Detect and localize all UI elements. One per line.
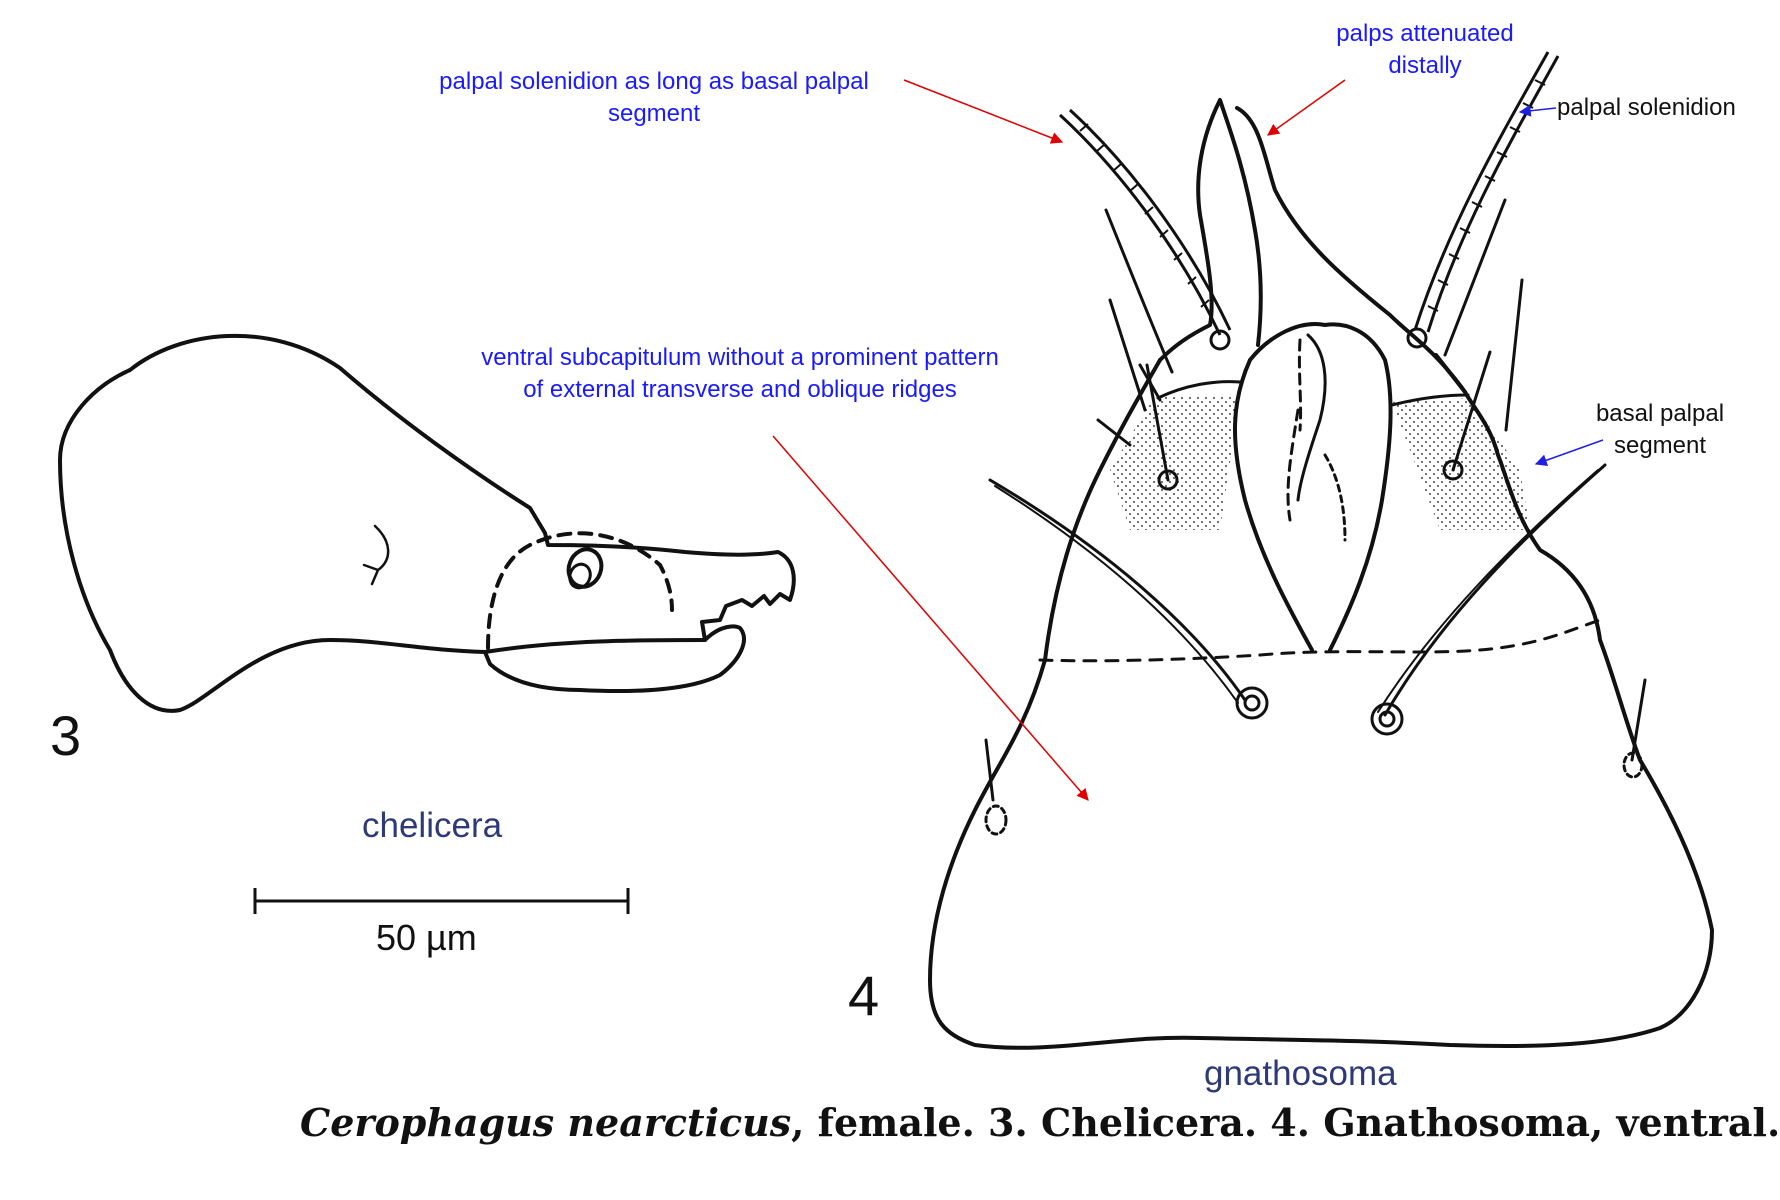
scale-bar bbox=[253, 888, 630, 914]
right-solenidion bbox=[1413, 51, 1560, 333]
gnathosoma-setae bbox=[984, 198, 1647, 836]
scale-bar-label: 50 µm bbox=[376, 917, 477, 958]
gnathosoma-outline bbox=[928, 353, 1714, 1050]
seta-right-long bbox=[1383, 463, 1607, 717]
left-solenidion-base bbox=[1209, 329, 1231, 351]
chelicera-digit-line bbox=[483, 638, 707, 654]
annotation-basal-palpal-segment: basal palpal segment bbox=[1565, 398, 1755, 462]
chelicera-dashed-boundary bbox=[486, 531, 674, 650]
hypostome-dashed-right bbox=[1323, 453, 1347, 542]
hypostome-inner-curve bbox=[1296, 333, 1327, 502]
chelicera-seta-mark bbox=[362, 524, 390, 586]
right-solenidion-base bbox=[1406, 327, 1428, 349]
chelicera-drawing bbox=[58, 333, 796, 713]
seta-left-outer-2 bbox=[1096, 418, 1132, 447]
seta-right-mid-socket bbox=[1442, 459, 1464, 481]
left-solenidion-segments bbox=[1079, 123, 1210, 308]
seta-left-socket-inner bbox=[1243, 694, 1261, 712]
seta-lateral-left bbox=[984, 738, 995, 802]
seta-right-outer-1 bbox=[1504, 278, 1524, 432]
chelicera-outline bbox=[58, 333, 796, 713]
seta-right-long-b bbox=[1377, 469, 1599, 713]
annotation-basal-palpal-line1: basal palpal bbox=[1595, 400, 1725, 427]
annotation-palpal-solenidion-text: palpal solenidion bbox=[1557, 94, 1736, 121]
chelicera-pore-inner bbox=[568, 562, 592, 590]
annotation-palps-attenuated-line2: distally bbox=[1388, 52, 1462, 79]
pointer-basal-palpal-segment bbox=[1534, 439, 1604, 467]
hypostome-dashed-left bbox=[1286, 338, 1303, 522]
hypostome-outline bbox=[1232, 322, 1393, 652]
figure-3-number: 3 bbox=[50, 704, 82, 767]
palpal-solenidia bbox=[1058, 51, 1560, 351]
left-solenidion bbox=[1058, 108, 1232, 336]
figure-4-label: gnathosoma bbox=[1204, 1054, 1397, 1093]
seta-left-outer-1 bbox=[1108, 298, 1147, 412]
pointer-ventral-subcapitulum bbox=[772, 435, 1089, 801]
seta-lateral-right-socket bbox=[1622, 751, 1644, 779]
annotation-palpal-solenidion: palpal solenidion bbox=[1557, 92, 1757, 124]
seta-left-long-b bbox=[994, 485, 1239, 704]
seta-right-mid bbox=[1451, 350, 1492, 472]
caption-species: Cerophagus nearcticus bbox=[300, 1100, 792, 1145]
seta-right-socket-inner bbox=[1378, 710, 1396, 728]
seta-left-long bbox=[988, 478, 1247, 702]
gnathosoma-drawing bbox=[928, 98, 1714, 1050]
figure-3-label: chelicera bbox=[362, 806, 503, 845]
annotation-solenidion-length: palpal solenidion as long as basal palpa… bbox=[404, 66, 904, 130]
right-solenidion-segments bbox=[1427, 79, 1546, 312]
right-basal-segment-line bbox=[1390, 393, 1470, 407]
right-palp-outline bbox=[1235, 106, 1467, 394]
figure-4-number: 4 bbox=[848, 964, 880, 1027]
seta-left-mid-socket bbox=[1157, 469, 1179, 491]
left-basal-palpal-stipple bbox=[1110, 395, 1240, 530]
annotation-solenidion-length-line2: segment bbox=[607, 100, 701, 127]
pointer-solenidion-length bbox=[903, 79, 1064, 144]
annotation-ventral-subcapitulum-line1: ventral subcapitulum without a prominent… bbox=[481, 344, 999, 371]
pointer-palps-attenuated bbox=[1267, 79, 1346, 136]
seta-lateral-left-socket bbox=[984, 804, 1008, 836]
seta-left-outer-3 bbox=[1138, 363, 1162, 402]
figure-caption: Cerophagus nearcticus, female. 3. Chelic… bbox=[300, 1100, 1780, 1145]
left-basal-segment-line bbox=[1156, 380, 1242, 400]
pointer-lines bbox=[772, 79, 1604, 801]
annotation-solenidion-length-line1: palpal solenidion as long as basal palpa… bbox=[439, 68, 869, 95]
annotation-basal-palpal-line2: segment bbox=[1613, 432, 1707, 459]
seta-right-socket bbox=[1370, 702, 1404, 736]
pointer-palpal-solenidion bbox=[1518, 104, 1557, 117]
left-palp-outline bbox=[1158, 98, 1263, 362]
seta-left-upper bbox=[1104, 208, 1174, 374]
chelicera-pore-outer bbox=[566, 547, 604, 589]
annotation-ventral-subcapitulum: ventral subcapitulum without a prominent… bbox=[420, 342, 1060, 406]
annotation-palps-attenuated-line1: palps attenuated bbox=[1336, 20, 1514, 47]
annotation-palps-attenuated: palps attenuated distally bbox=[1300, 18, 1550, 82]
seta-left-socket bbox=[1235, 686, 1269, 720]
annotation-ventral-subcapitulum-line2: of external transverse and oblique ridge… bbox=[523, 376, 957, 403]
seta-right-outer-2 bbox=[1443, 198, 1507, 357]
seta-lateral-right bbox=[1630, 678, 1647, 762]
caption-rest: , female. 3. Chelicera. 4. Gnathosoma, v… bbox=[791, 1100, 1780, 1145]
subcapitulum-dashed-line bbox=[1038, 618, 1602, 663]
